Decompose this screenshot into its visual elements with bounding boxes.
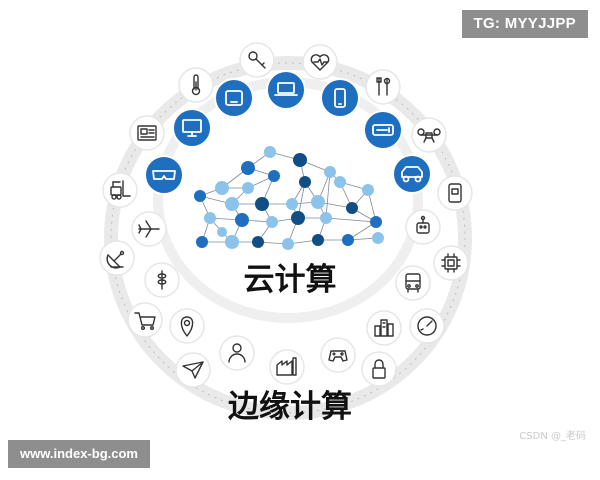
person-icon xyxy=(219,335,255,371)
network-node xyxy=(293,153,307,167)
network-node xyxy=(196,236,208,248)
network-node xyxy=(282,238,294,250)
car-icon xyxy=(392,154,432,194)
network-node xyxy=(225,235,239,249)
network-node xyxy=(312,234,324,246)
network-node xyxy=(346,202,358,214)
tablet-icon xyxy=(214,78,254,118)
key-icon xyxy=(239,42,275,78)
network-node xyxy=(241,161,255,175)
airplane-icon xyxy=(131,211,167,247)
lock-icon xyxy=(361,351,397,387)
network-node xyxy=(320,212,332,224)
network-node xyxy=(299,176,311,188)
network-link xyxy=(325,217,377,223)
edge-device-ring xyxy=(99,42,473,388)
network-node xyxy=(362,184,374,196)
gauge-icon xyxy=(409,308,445,344)
network-node xyxy=(217,227,227,237)
network-node xyxy=(215,181,229,195)
cloud-network xyxy=(194,146,384,250)
network-node xyxy=(252,236,264,248)
forklift-icon xyxy=(102,172,138,208)
csdn-watermark: CSDN @_老码 xyxy=(519,431,586,442)
network-node xyxy=(255,197,269,211)
gamepad-icon xyxy=(320,337,356,373)
network-node xyxy=(266,216,278,228)
storage-device-icon xyxy=(363,110,403,150)
network-link xyxy=(325,171,331,219)
network-node xyxy=(235,213,249,227)
wheat-icon xyxy=(144,262,180,298)
edge-computing-label: 边缘计算 xyxy=(228,389,352,425)
drone-icon xyxy=(411,117,447,153)
network-node xyxy=(264,146,276,158)
network-node xyxy=(194,190,206,202)
factory-icon xyxy=(269,349,305,385)
shopping-cart-icon xyxy=(127,302,163,338)
network-node xyxy=(268,170,280,182)
newspaper-icon xyxy=(129,115,165,151)
location-pin-icon xyxy=(169,308,205,344)
device-ring xyxy=(144,70,432,195)
outer-ring-dashes xyxy=(110,62,466,414)
smart-glasses-icon xyxy=(144,155,184,195)
desktop-computer-icon xyxy=(172,108,212,148)
network-node xyxy=(204,212,216,224)
network-node xyxy=(286,198,298,210)
city-icon xyxy=(366,310,402,346)
thermometer-icon xyxy=(178,67,214,103)
network-node xyxy=(370,216,382,228)
robot-icon xyxy=(405,209,441,245)
tools-icon xyxy=(365,69,401,105)
telegram-watermark: TG: MYYJJPP xyxy=(461,10,588,38)
cloud-computing-label: 云计算 xyxy=(244,262,337,298)
network-node xyxy=(242,182,254,194)
paper-plane-icon xyxy=(175,352,211,388)
network-node xyxy=(311,195,325,209)
network-node xyxy=(291,211,305,225)
network-node xyxy=(334,176,346,188)
satellite-dish-icon xyxy=(99,240,135,276)
network-node xyxy=(342,234,354,246)
chip-icon xyxy=(433,245,469,281)
network-node xyxy=(225,197,239,211)
smartphone-icon xyxy=(320,78,360,118)
heart-rate-icon xyxy=(302,44,338,80)
laptop-icon xyxy=(266,70,306,110)
bus-icon xyxy=(395,265,431,301)
network-node xyxy=(372,232,384,244)
site-watermark: www.index-bg.com xyxy=(8,440,150,468)
smart-card-icon xyxy=(437,175,473,211)
network-node xyxy=(324,166,336,178)
